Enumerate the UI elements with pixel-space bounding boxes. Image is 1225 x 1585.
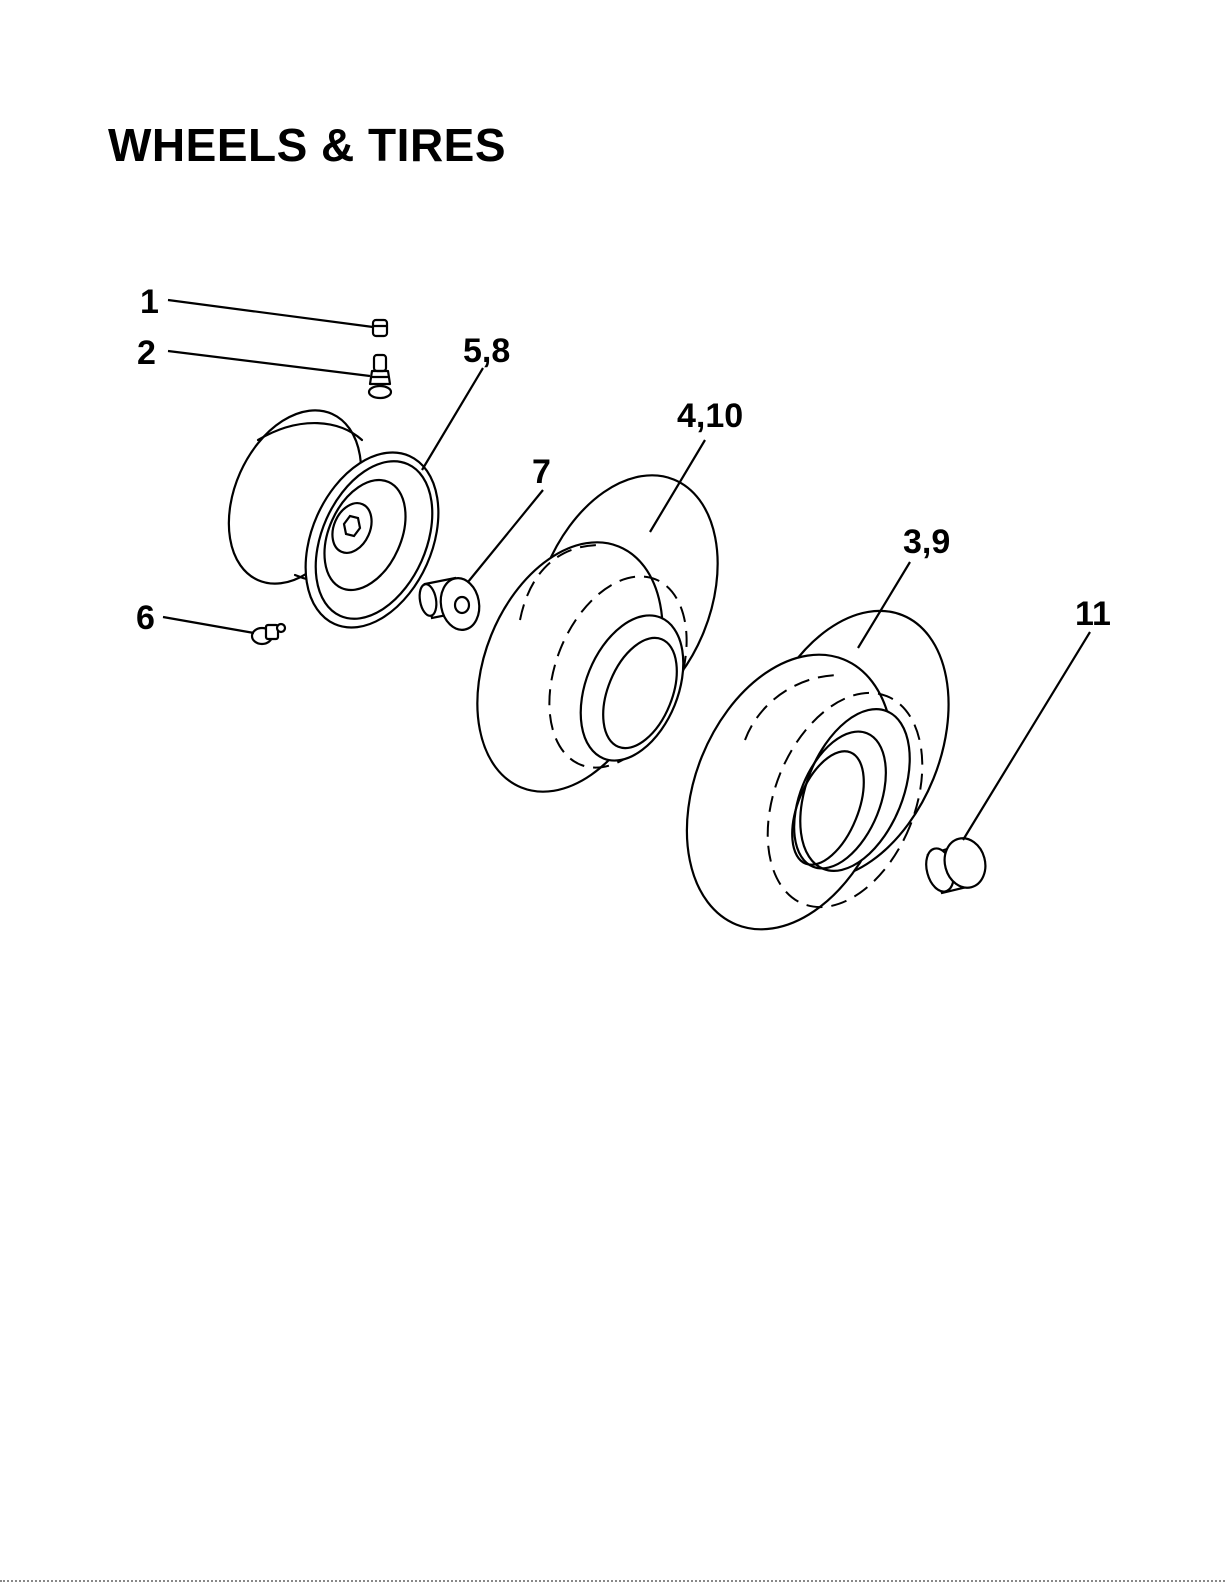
- leader-line-5-8: [422, 368, 483, 470]
- callout-2: 2: [137, 334, 156, 372]
- callout-4-10: 4,10: [677, 397, 743, 435]
- leader-line-2: [168, 351, 370, 376]
- callout-6: 6: [136, 599, 155, 637]
- valve-stem-part: [369, 355, 391, 398]
- bushing-part: [417, 575, 483, 633]
- leader-line-7: [468, 490, 543, 582]
- leader-line-6: [163, 617, 254, 633]
- callout-11: 11: [1075, 595, 1111, 633]
- callout-1: 1: [140, 283, 159, 321]
- callout-7: 7: [532, 453, 551, 491]
- leader-line-1: [168, 300, 373, 327]
- leader-line-11: [963, 632, 1090, 840]
- valve-cap-part: [373, 320, 387, 336]
- callout-3-9: 3,9: [903, 523, 950, 561]
- callout-5-8: 5,8: [463, 332, 510, 370]
- grease-fitting-part: [252, 624, 285, 644]
- bottom-divider: [0, 1580, 1225, 1582]
- hub-cap-part: [922, 834, 991, 895]
